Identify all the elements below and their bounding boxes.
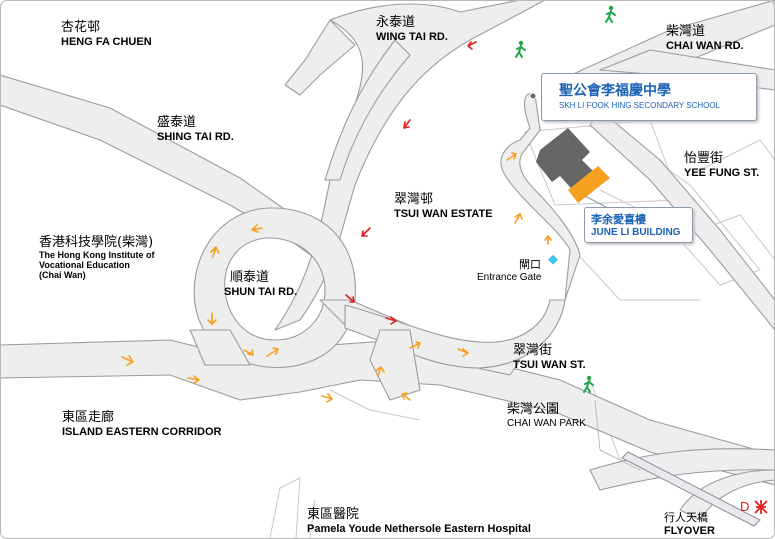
road-tsui-wan-st [344,299,566,369]
label-zh: 翠灣邨 [394,192,434,207]
label-tsui-wan-estate: 翠灣邨 TSUI WAN ESTATE [394,192,493,221]
label-zh: 杏花邨 [61,20,101,35]
label-flyover: 行人天橋 FLYOVER [664,511,715,537]
label-en: SHUN TAI RD. [224,285,298,298]
walking-person-icon [515,40,526,58]
label-yee-fung-st: 怡豐街 YEE FUNG ST. [684,151,760,180]
flyover-bridge [621,451,761,527]
label-zh: 柴灣道 [666,24,706,39]
mtr-exit-letter: D [740,499,750,514]
road-yee-fung [589,109,775,331]
label-tsui-wan-st: 翠灣街 TSUI WAN ST. [513,343,586,372]
building-name-en: JUNE LI BUILDING [591,227,681,238]
label-wing-tai-rd: 永泰道 WING TAI RD. [376,15,448,44]
mtr-logo-icon [754,500,768,514]
label-en: Pamela Youde Nethersole Eastern Hospital [307,522,531,535]
label-en-line-3: (Chai Wan) [39,269,86,280]
building-name-zh: 李余愛喜樓 [591,213,646,226]
school-callout: 聖公會李福慶中學 SKH LI FOOK HING SECONDARY SCHO… [541,73,757,121]
direction-arrows-orange [121,152,552,403]
label-island-eastern-corridor: 東區走廊 ISLAND EASTERN CORRIDOR [62,410,222,439]
label-en: SHING TAI RD. [157,130,234,143]
label-zh: 永泰道 [376,15,416,30]
entrance-marker-icon [548,254,558,265]
label-en: YEE FUNG ST. [684,166,760,179]
school-name-en: SKH LI FOOK HING SECONDARY SCHOOL [559,101,721,110]
label-zh: 東區醫院 [307,507,360,522]
label-entrance-gate: 閘口 Entrance Gate [477,258,542,283]
label-chai-wan-rd: 柴灣道 CHAI WAN RD. [666,24,744,53]
mtr-exit: D [738,498,770,516]
label-shun-tai-rd: 順泰道 SHUN TAI RD. [224,270,298,299]
label-eastern-hospital: 東區醫院 Pamela Youde Nethersole Eastern Hos… [307,507,531,536]
label-en: TSUI WAN ESTATE [394,207,493,220]
label-heng-fa-chuen: 杏花邨 HENG FA CHUEN [61,20,152,49]
label-zh: 翠灣街 [513,343,553,358]
label-en: Entrance Gate [477,271,542,283]
label-zh: 閘口 [519,258,541,271]
label-zh: 行人天橋 [664,511,708,524]
school-name-zh: 聖公會李福慶中學 [559,83,671,99]
label-en: CHAI WAN PARK [507,417,586,429]
label-zh: 順泰道 [230,270,270,285]
walking-person-icon [583,375,594,393]
label-en: WING TAI RD. [376,30,448,43]
label-zh: 東區走廊 [62,410,115,425]
label-zh: 香港科技學院(柴灣) [39,235,154,250]
label-en: FLYOVER [664,524,715,537]
direction-arrows-red [345,41,477,325]
label-en-line-2: Vocational Education [39,259,130,270]
label-zh: 柴灣公園 [507,402,560,417]
label-ive-chai-wan: 香港科技學院(柴灣) The Hong Kong Institute of Vo… [39,235,155,281]
label-en-line-1: The Hong Kong Institute of [39,249,155,260]
label-en: TSUI WAN ST. [513,358,586,371]
label-en: ISLAND EASTERN CORRIDOR [62,425,222,438]
label-zh: 盛泰道 [157,115,197,130]
label-en: HENG FA CHUEN [61,35,152,48]
walking-person-icon [605,5,616,23]
roundabout-shun-tai [193,207,357,369]
june-li-building-shape [568,166,610,203]
label-zh: 怡豐街 [684,151,724,166]
label-en: CHAI WAN RD. [666,39,744,52]
building-callout: 李余愛喜樓 JUNE LI BUILDING [584,207,693,243]
label-shing-tai-rd: 盛泰道 SHING TAI RD. [157,115,234,144]
label-chai-wan-park: 柴灣公園 CHAI WAN PARK [507,402,586,429]
